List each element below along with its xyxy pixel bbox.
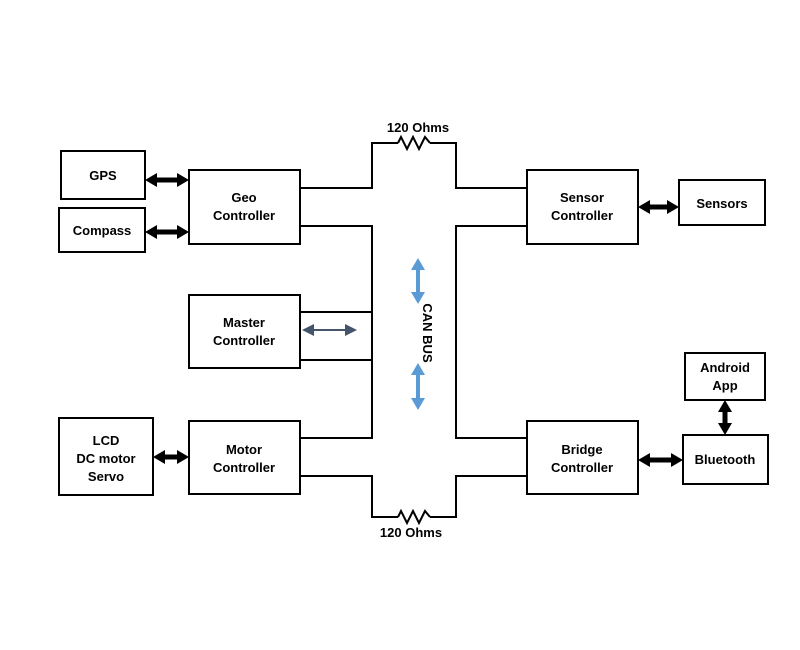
servo-label: Servo: [88, 469, 124, 484]
sensors-label: Sensors: [696, 196, 747, 211]
bus-left-rail-top: [300, 142, 398, 189]
sensor-sensors-arrow-icon: [638, 200, 679, 214]
compass-geo-arrow-icon: [145, 225, 189, 239]
resistor-top-icon: [397, 134, 431, 152]
motor-controller-label-line1: Motor: [226, 442, 262, 457]
bridge-controller-block: Bridge Controller: [526, 420, 639, 495]
bus-right-rail-bottom: [430, 475, 527, 518]
sensor-controller-label-line1: Sensor: [560, 190, 604, 205]
geo-controller-label-line2: Controller: [213, 208, 275, 223]
bus-arrow-upper-icon: [411, 258, 425, 304]
sensors-block: Sensors: [678, 179, 766, 226]
bridge-controller-label-line1: Bridge: [561, 442, 602, 457]
lcd-label: LCD: [93, 433, 120, 448]
sensor-controller-label-line2: Controller: [551, 208, 613, 223]
gps-label: GPS: [89, 168, 117, 183]
android-bluetooth-arrow-icon: [718, 400, 732, 435]
gps-block: GPS: [60, 150, 146, 200]
compass-block: Compass: [58, 207, 146, 253]
dc-motor-label: DC motor: [76, 451, 135, 466]
bus-right-rail-top: [430, 142, 527, 189]
bus-left-rail-bottom: [300, 475, 398, 518]
resistor-top-label: 120 Ohms: [387, 120, 449, 135]
bridge-bluetooth-arrow-icon: [638, 453, 683, 467]
lcd-dcmotor-servo-block: LCD DC motor Servo: [58, 417, 154, 496]
sensor-controller-block: Sensor Controller: [526, 169, 639, 245]
gps-geo-arrow-icon: [145, 173, 189, 187]
geo-controller-label-line1: Geo: [231, 190, 256, 205]
motor-controller-block: Motor Controller: [188, 420, 301, 495]
bluetooth-label: Bluetooth: [695, 452, 756, 467]
resistor-bottom-label: 120 Ohms: [380, 525, 442, 540]
compass-label: Compass: [73, 223, 132, 238]
bluetooth-block: Bluetooth: [682, 434, 769, 485]
android-app-label-line2: App: [712, 378, 737, 393]
bus-right-rail: [455, 225, 527, 439]
can-bus-label: CAN BUS: [420, 303, 435, 363]
bus-left-rail: [300, 225, 373, 439]
bus-arrow-lower-icon: [411, 363, 425, 410]
master-controller-label-line1: Master: [223, 315, 265, 330]
android-app-block: Android App: [684, 352, 766, 401]
lcd-motor-arrow-icon: [153, 450, 189, 464]
master-controller-label-line2: Controller: [213, 333, 275, 348]
geo-controller-block: Geo Controller: [188, 169, 301, 245]
bridge-controller-label-line2: Controller: [551, 460, 613, 475]
motor-controller-label-line2: Controller: [213, 460, 275, 475]
android-app-label-line1: Android: [700, 360, 750, 375]
resistor-bottom-icon: [397, 508, 431, 526]
master-bus-arrow-icon: [302, 324, 357, 336]
master-controller-block: Master Controller: [188, 294, 301, 369]
